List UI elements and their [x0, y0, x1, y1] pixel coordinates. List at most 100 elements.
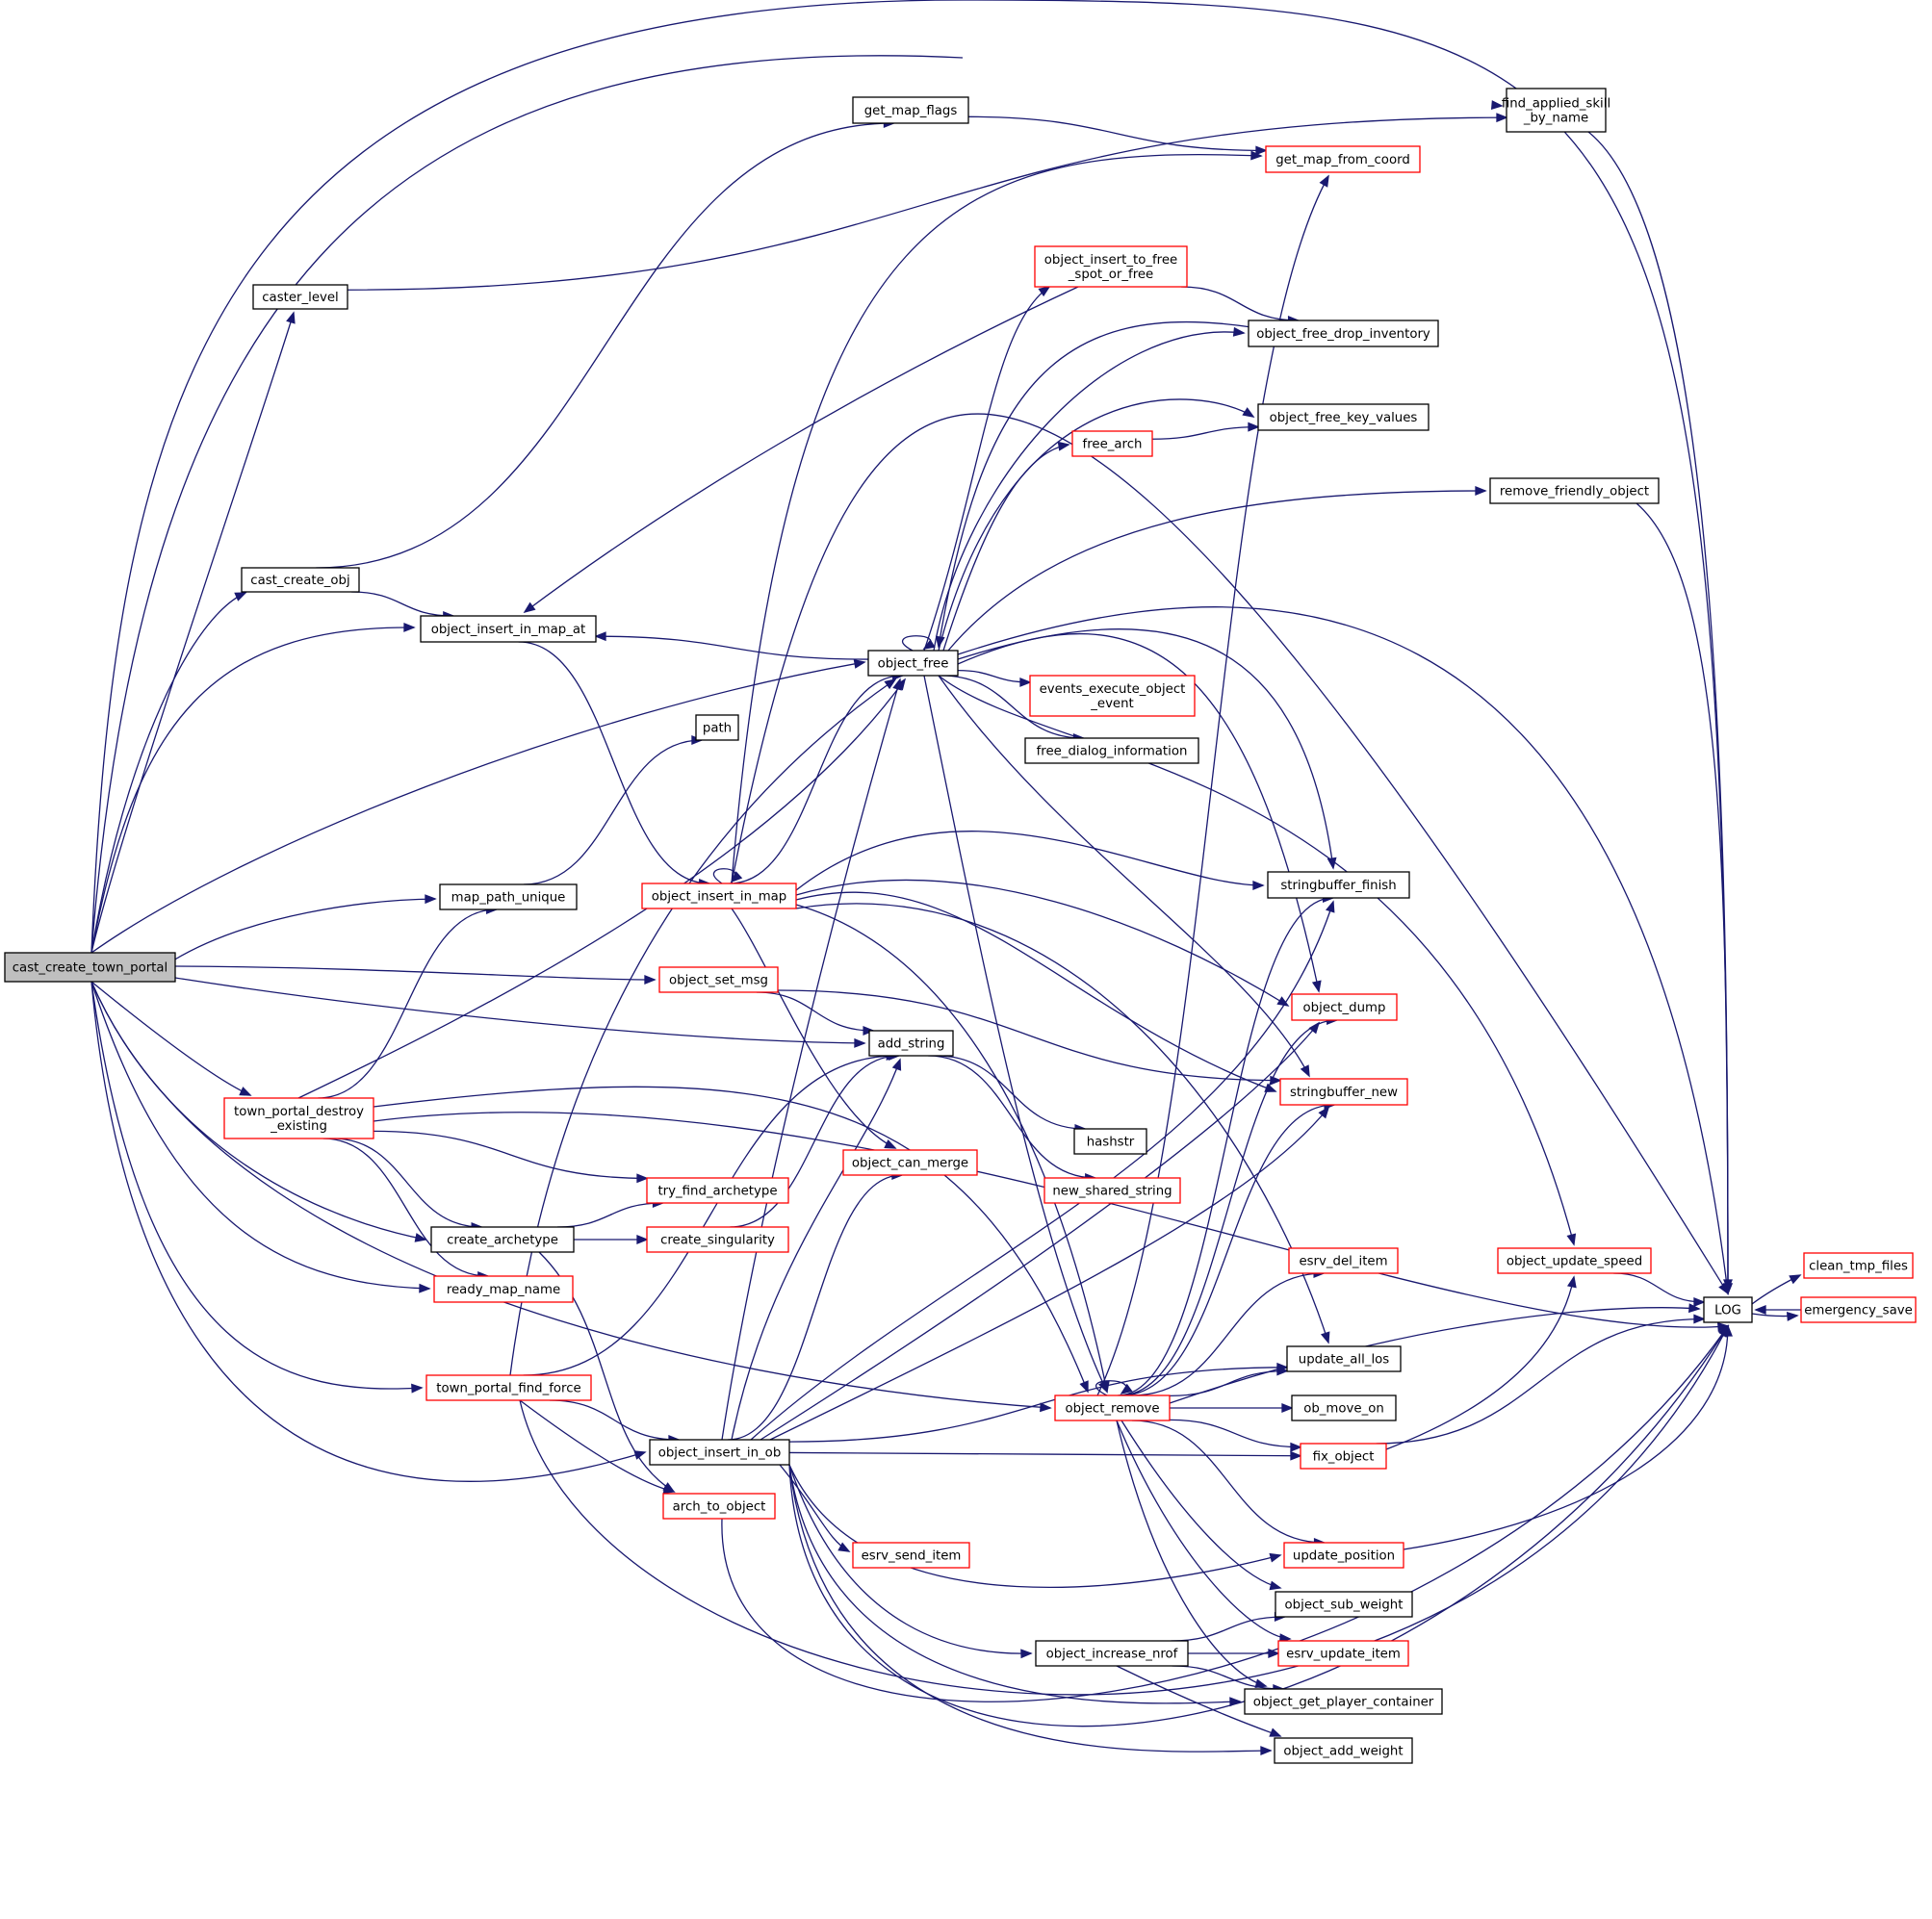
function-node-get-map-from-coord[interactable]: get_map_from_coord [1265, 145, 1421, 173]
function-node-get-map-flags[interactable]: get_map_flags [852, 96, 969, 124]
node-box [646, 1226, 789, 1253]
function-node-object-update-speed[interactable]: object_update_speed [1497, 1247, 1652, 1274]
node-box [852, 96, 969, 124]
node-label: esrv_update_item [1286, 1648, 1401, 1662]
node-label: object_remove [1065, 1402, 1159, 1417]
call-edge-object_insert_in_map-to-update_all_los [795, 903, 1330, 1344]
function-node-object-increase-nrof[interactable]: object_increase_nrof [1035, 1640, 1189, 1667]
node-label: fix_object [1313, 1450, 1375, 1465]
call-edge-root-to-ready_map_name [90, 981, 431, 1293]
node-label: object_insert_in_ob [658, 1446, 782, 1461]
function-node-object-free[interactable]: object_free [867, 650, 959, 677]
function-node-object-insert-in-map-at[interactable]: object_insert_in_map_at [420, 615, 597, 643]
function-node-object-remove[interactable]: object_remove [1054, 1394, 1171, 1421]
function-node-free-arch[interactable]: free_arch [1071, 430, 1153, 457]
function-node-update-position[interactable]: update_position [1283, 1542, 1404, 1569]
function-node-free-dialog-information[interactable]: free_dialog_information [1024, 737, 1199, 764]
function-node-town-portal-find-force[interactable]: town_portal_find_force [425, 1374, 592, 1401]
call-edge-object_insert_in_map-to-stringbuffer_new [795, 891, 1277, 1092]
function-node-object-free-key-values[interactable]: object_free_key_values [1257, 403, 1430, 431]
function-node-clean-tmp-files[interactable]: clean_tmp_files [1803, 1252, 1914, 1279]
function-node-emergency-save[interactable]: emergency_save [1800, 1296, 1917, 1323]
node-label: object_get_player_container [1253, 1696, 1434, 1710]
function-node-try-find-archetype[interactable]: try_find_archetype [646, 1177, 789, 1204]
function-node-object-insert-in-map[interactable]: object_insert_in_map [641, 883, 797, 909]
node-label: object_can_merge [852, 1157, 968, 1171]
function-node-find-applied-skill[interactable]: find_applied_skill_by_name [1502, 88, 1610, 133]
function-node-esrv-update-item[interactable]: esrv_update_item [1277, 1640, 1409, 1667]
function-node-object-get-player-container[interactable]: object_get_player_container [1244, 1688, 1443, 1715]
call-edge-object_insert_in_map_at-to-object_insert_in_map [518, 641, 711, 888]
call-edge-object_remove-to-update_all_los [1169, 1366, 1289, 1397]
node-box [252, 284, 348, 310]
function-node-object-sub-weight[interactable]: object_sub_weight [1275, 1591, 1413, 1618]
function-node-fix-object[interactable]: fix_object [1300, 1443, 1387, 1470]
call-edge-object_free-to-object_free_drop_inventory [933, 326, 1246, 652]
node-label: object_set_msg [669, 974, 768, 988]
function-node-object-dump[interactable]: object_dump [1291, 993, 1398, 1021]
function-node-object-insert-to-free[interactable]: object_insert_to_free_spot_or_free [1034, 245, 1188, 288]
function-node-events-execute[interactable]: events_execute_object_event [1029, 675, 1196, 717]
function-node-esrv-send-item[interactable]: esrv_send_item [852, 1542, 970, 1569]
call-edge-object_insert_in_ob-to-object_add_weight [788, 1464, 1273, 1756]
node-box [649, 1439, 790, 1466]
function-node-stringbuffer-finish[interactable]: stringbuffer_finish [1267, 871, 1410, 899]
call-edge-cast_create_obj-to-get_map_flags [316, 118, 896, 569]
call-edge-object_set_msg-to-add_string [756, 991, 875, 1036]
function-node-hashstr[interactable]: hashstr [1073, 1128, 1147, 1155]
call-edge-object_insert_in_ob-to-add_string [731, 1058, 902, 1441]
call-edge-root-to-caster_level [90, 311, 296, 954]
function-node-add-string[interactable]: add_string [868, 1030, 954, 1057]
function-node-update-all-los[interactable]: update_all_los [1286, 1345, 1402, 1372]
node-label: object_insert_in_map [652, 890, 787, 905]
function-node-new-shared-string[interactable]: new_shared_string [1043, 1177, 1181, 1204]
node-label: remove_friendly_object [1500, 485, 1649, 499]
function-node-stringbuffer-new[interactable]: stringbuffer_new [1279, 1078, 1408, 1106]
call-edge-object_insert_in_ob-to-LOG [788, 1324, 1729, 1727]
node-label: caster_level [262, 291, 339, 305]
function-node-cast-create-obj[interactable]: cast_create_obj [241, 567, 360, 593]
function-node-arch-to-object[interactable]: arch_to_object [662, 1493, 776, 1520]
call-edge-LOG-to-emergency_save [1751, 1311, 1799, 1321]
node-label: find_applied_skill [1502, 97, 1610, 112]
function-node-root[interactable]: cast_create_town_portal [4, 952, 176, 983]
function-node-ready-map-name[interactable]: ready_map_name [433, 1275, 574, 1303]
node-label: object_free_key_values [1270, 411, 1418, 425]
node-label: emergency_save [1804, 1304, 1913, 1318]
node-label: new_shared_string [1052, 1185, 1172, 1199]
call-edge-town_portal_find_force-to-object_free [509, 678, 897, 1376]
node-box [1506, 88, 1607, 133]
node-label: town_portal_destroy [234, 1105, 364, 1119]
call-edge-root-to-map_path_unique [172, 894, 437, 961]
function-node-town-portal-destroy[interactable]: town_portal_destroy_existing [223, 1097, 374, 1139]
node-label: _event [1090, 697, 1134, 711]
call-edge-object_remove-to-LOG [1169, 1303, 1701, 1404]
function-node-object-free-drop-inventory[interactable]: object_free_drop_inventory [1248, 320, 1439, 347]
call-edge-add_string-to-hashstr [936, 1055, 1087, 1134]
call-edge-remove_friendly_object-to-LOG [1636, 502, 1733, 1295]
function-node-esrv-del-item[interactable]: esrv_del_item [1288, 1247, 1399, 1274]
node-label: clean_tmp_files [1809, 1260, 1908, 1274]
node-box [1489, 477, 1660, 504]
function-node-object-set-msg[interactable]: object_set_msg [658, 966, 779, 993]
node-label: add_string [878, 1037, 945, 1052]
node-box [4, 952, 176, 983]
call-edge-object_insert_in_ob-to-fix_object [788, 1450, 1302, 1461]
function-node-LOG[interactable]: LOG [1703, 1296, 1753, 1323]
node-box [433, 1275, 574, 1303]
function-node-object-add-weight[interactable]: object_add_weight [1274, 1737, 1413, 1764]
function-node-map-path-unique[interactable]: map_path_unique [439, 883, 578, 910]
call-edge-root-to-object_free [90, 658, 866, 954]
call-edge-object_increase_nrof-to-object_sub_weight [1171, 1612, 1287, 1642]
call-edge-object_free-to-object_insert_to_free [923, 285, 1051, 652]
function-node-object-insert-in-ob[interactable]: object_insert_in_ob [649, 1439, 790, 1466]
node-box [1291, 993, 1398, 1021]
function-node-object-can-merge[interactable]: object_can_merge [842, 1149, 978, 1176]
function-node-create-archetype[interactable]: create_archetype [430, 1226, 575, 1253]
function-node-create-singularity[interactable]: create_singularity [646, 1226, 789, 1253]
node-label: hashstr [1087, 1136, 1135, 1150]
function-node-caster-level[interactable]: caster_level [252, 284, 348, 310]
function-node-remove-friendly-object[interactable]: remove_friendly_object [1489, 477, 1660, 504]
function-node-path[interactable]: path [695, 714, 739, 741]
function-node-ob-move-on[interactable]: ob_move_on [1291, 1394, 1397, 1421]
